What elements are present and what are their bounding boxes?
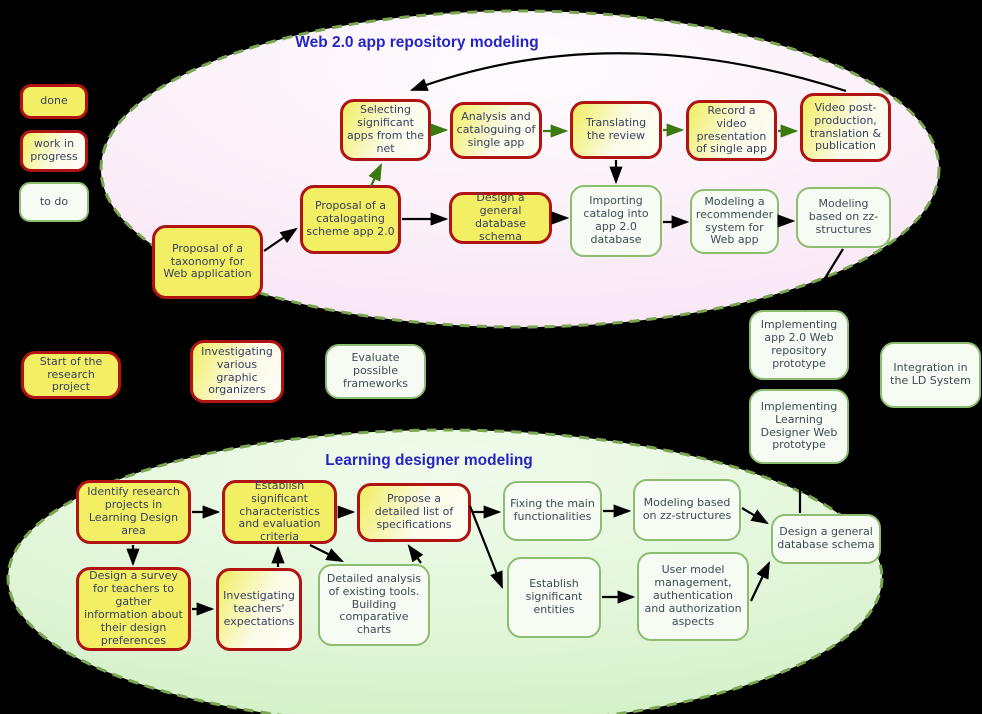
node-fixing-functionalities: Fixing the main functionalities	[503, 481, 602, 541]
node-implement-ld-prototype: Implementing Learning Designer Web proto…	[749, 389, 849, 464]
node-record-video: Record a video presentation of single ap…	[686, 100, 777, 161]
node-zz-structures-web20: Modeling based on zz-structures	[796, 187, 891, 248]
node-design-db-schema-ld: Design a general database schema	[771, 514, 881, 564]
node-taxonomy-proposal: Proposal of a taxonomy for Web applicati…	[152, 225, 263, 299]
node-zz-structures-ld: Modeling based on zz-structures	[633, 479, 741, 541]
node-selecting-apps: Selecting significant apps from the net	[340, 99, 431, 161]
node-implement-web20-prototype: Implementing app 2.0 Web repository prot…	[749, 310, 849, 380]
node-user-model-management: User model management, authentication an…	[637, 552, 749, 641]
legend-work-in-progress: work in progress	[20, 130, 88, 172]
node-teachers-expectations: Investigating teachers' expectations	[216, 568, 302, 651]
web20-title: Web 2.0 app repository modeling	[295, 34, 539, 51]
node-identify-projects: Identify research projects in Learning D…	[76, 480, 191, 544]
node-evaluate-frameworks: Evaluate possible frameworks	[325, 344, 426, 399]
node-start-research: Start of the research project	[21, 351, 121, 399]
node-integration-ld-system: Integration in the LD System	[880, 342, 981, 408]
ld-title: Learning designer modeling	[325, 452, 533, 469]
node-establish-characteristics: Establish significant characteristics an…	[222, 479, 337, 544]
node-recommender-system: Modeling a recommender system for Web ap…	[690, 189, 779, 254]
node-catalogating-scheme: Proposal of a catalogating scheme app 2.…	[300, 185, 401, 254]
node-detailed-analysis: Detailed analysis of existing tools. Bui…	[318, 564, 430, 646]
node-teacher-survey: Design a survey for teachers to gather i…	[76, 567, 191, 651]
node-graphic-organizers: Investigating various graphic organizers	[190, 340, 284, 403]
node-importing-catalog: Importing catalog into app 2.0 database	[570, 185, 662, 257]
node-propose-specifications: Propose a detailed list of specification…	[357, 483, 471, 542]
legend-done: done	[20, 84, 88, 119]
node-video-postproduction: Video post-production, translation & pub…	[800, 93, 891, 162]
legend-to-do: to do	[19, 182, 89, 222]
node-translating-review: Translating the review	[570, 101, 662, 159]
node-design-db-schema-web20: Design a general database schema	[449, 191, 552, 244]
node-significant-entities: Establish significant entities	[507, 557, 601, 638]
node-analysis-cataloguing: Analysis and cataloguing of single app	[450, 102, 542, 159]
